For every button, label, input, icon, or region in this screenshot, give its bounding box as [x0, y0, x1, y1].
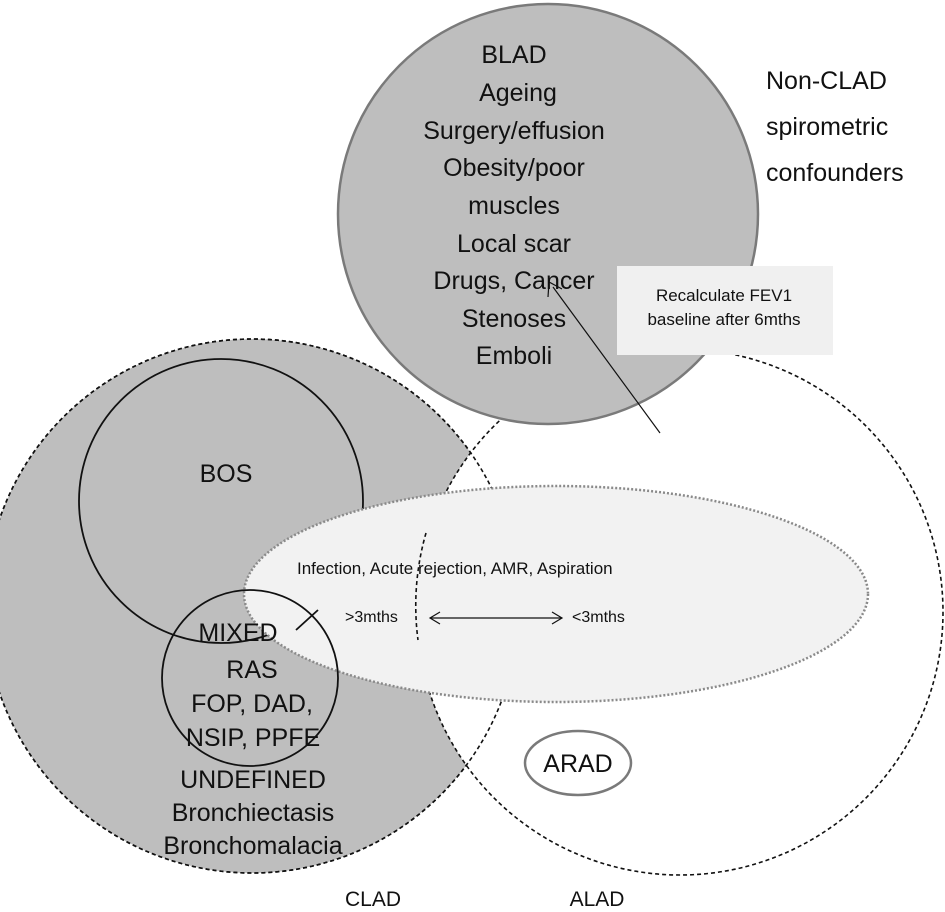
clad-line-3: NSIP, PPFE	[186, 724, 320, 752]
alad-bottom-label: ALAD	[570, 888, 625, 911]
double-arrow-head-right	[551, 611, 564, 625]
double-arrow-head-left	[428, 611, 441, 625]
non-clad-line-2: confounders	[766, 159, 904, 187]
clad-line-1: RAS	[226, 656, 277, 684]
clad-line-0: MIXED	[198, 619, 277, 647]
infection-label: Infection, Acute rejection, AMR, Aspirat…	[297, 559, 613, 578]
mixed-stroke	[295, 609, 319, 631]
bos-circle	[78, 358, 364, 644]
alad-arc-over-ellipse	[415, 532, 427, 641]
recalc-line-0: Recalculate FEV1	[656, 286, 792, 305]
recalc-arrow-head	[547, 281, 563, 298]
non-clad-line-1: spirometric	[766, 113, 888, 141]
gt-3mths-label: >3mths	[345, 609, 398, 626]
blad-line-8: Emboli	[476, 342, 552, 370]
blad-line-5: Local scar	[457, 230, 571, 258]
non-clad-line-0: Non-CLAD	[766, 67, 887, 95]
clad-line-6: Bronchomalacia	[163, 832, 342, 860]
recalculate-box	[617, 266, 833, 355]
bos-label: BOS	[200, 460, 253, 488]
infection-ellipse	[242, 484, 870, 704]
blad-line-6: Drugs, Cancer	[433, 267, 594, 295]
clad-line-4: UNDEFINED	[180, 766, 326, 794]
recalc-line-1: baseline after 6mths	[647, 310, 800, 329]
ras-circle	[161, 589, 339, 767]
blad-line-4: muscles	[468, 192, 560, 220]
clad-bottom-label: CLAD	[345, 888, 401, 911]
clad-line-2: FOP, DAD,	[191, 690, 313, 718]
blad-line-1: Ageing	[479, 79, 557, 107]
blad-line-3: Obesity/poor	[443, 154, 585, 182]
arad-label: ARAD	[543, 750, 612, 778]
recalc-arrow-line	[552, 286, 661, 434]
clad-line-5: Bronchiectasis	[172, 799, 335, 827]
blad-line-2: Surgery/effusion	[423, 117, 605, 145]
blad-line-0: BLAD	[481, 41, 546, 69]
lt-3mths-label: <3mths	[572, 609, 625, 626]
arad-ellipse	[523, 729, 633, 797]
blad-line-7: Stenoses	[462, 305, 566, 333]
